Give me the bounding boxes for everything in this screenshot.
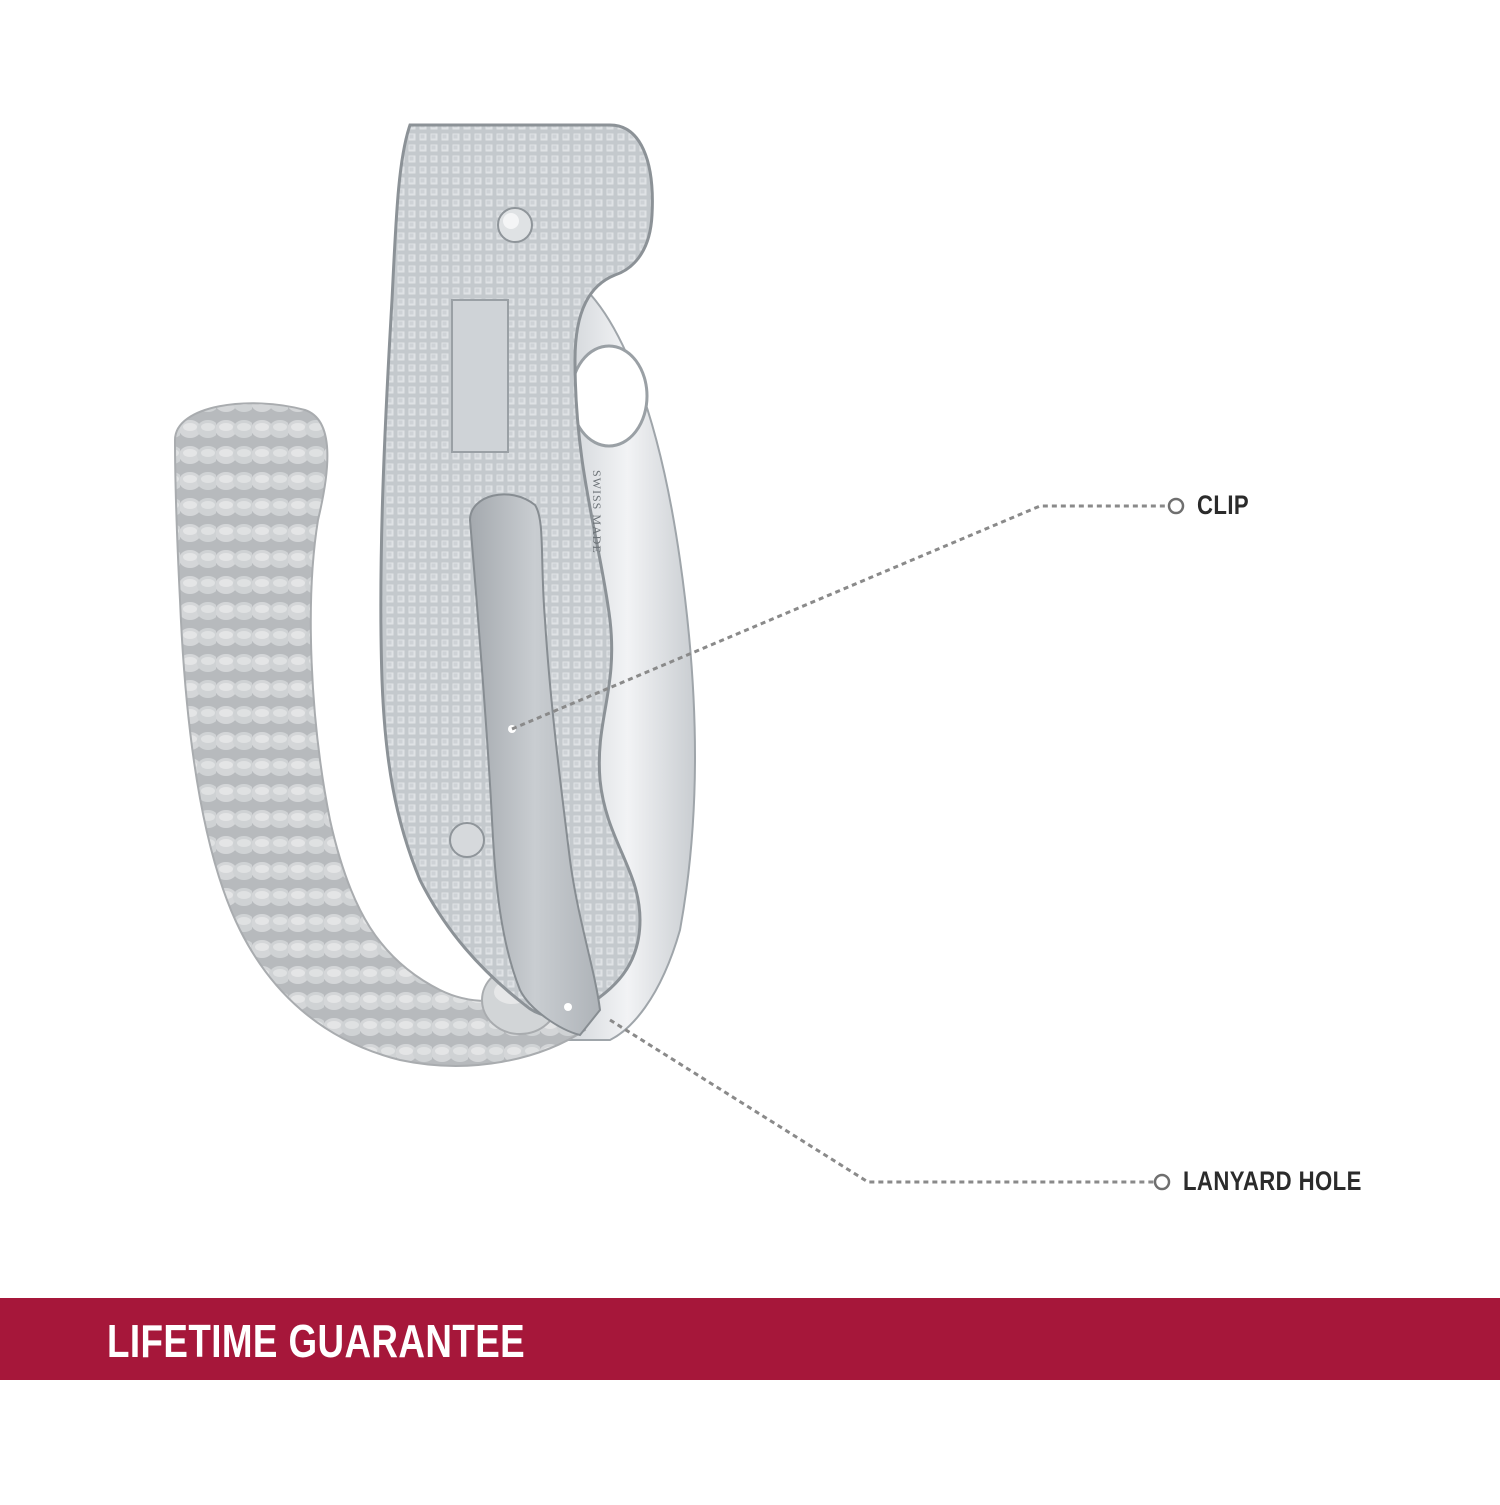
lanyard-callout-marker bbox=[1153, 1173, 1171, 1191]
lanyard-hole-dot bbox=[564, 1003, 572, 1011]
clip-label: CLIP bbox=[1197, 490, 1250, 520]
guarantee-banner-text: LIFETIME GUARANTEE bbox=[107, 1315, 526, 1367]
lanyard-hole-label: LANYARD HOLE bbox=[1183, 1166, 1362, 1196]
blade-engraving: SWISS MADE bbox=[590, 470, 604, 554]
lanyard-callout-line bbox=[609, 1018, 1154, 1184]
clip-callout-marker bbox=[1167, 497, 1185, 515]
guarantee-banner: LIFETIME GUARANTEE bbox=[0, 1298, 1500, 1380]
handle-rivet-bottom bbox=[449, 822, 485, 858]
clip-callout-line bbox=[511, 504, 1168, 731]
shield-plate bbox=[451, 299, 509, 453]
blade-thumb-hole bbox=[569, 344, 649, 448]
pocket-clip bbox=[468, 493, 602, 1037]
